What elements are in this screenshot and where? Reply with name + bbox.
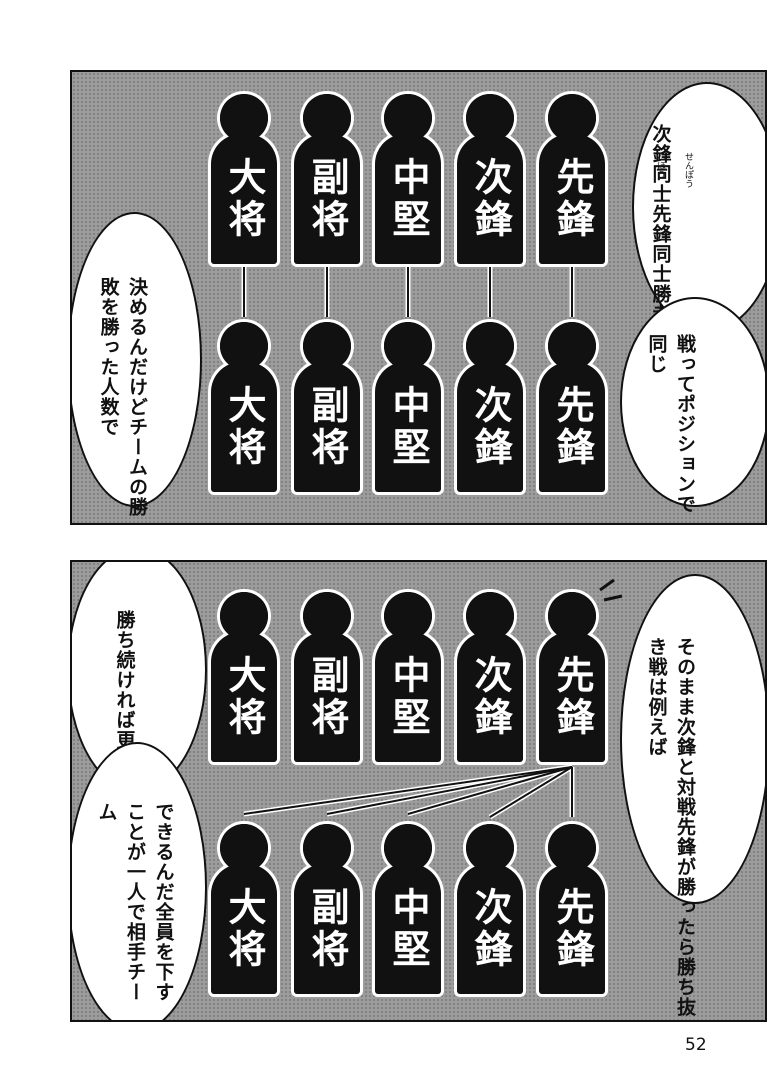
figure-top-chuken: 中堅 [375,592,441,762]
figure-bottom-chuken: 中堅 [375,824,441,994]
bubble-line-1: 同じ [645,334,668,374]
figure-top-taisho: 大将 [211,94,277,264]
manga-panel-top: 大将 副将 中堅 次鋒 先鋒 大将 副将 中堅 次鋒 先鋒 次鋒同士先鋒同士勝者… [70,70,767,525]
figure-top-senpo: 先鋒 [539,592,605,762]
bubble-line-3: 戦って [674,334,696,394]
bubble-line-2: 全員を下すことが [124,802,175,1002]
rank-label: 先鋒 [550,157,594,241]
bubble-line-1: 一人で相手チーム [95,802,147,1002]
figure-top-senpo: 先鋒 [539,94,605,264]
figure-bottom-senpo: 先鋒 [539,322,605,492]
rank-label: 副将 [305,887,349,971]
bubble-text-col: そのまま次鋒と対戦先鋒が勝ったら勝ち抜き戦は例えば [642,637,699,1020]
bubble-line-3: 決めるんだけど [126,277,148,417]
connector-lines [241,262,575,317]
figure-bottom-taisho: 大将 [211,322,277,492]
bubble-text-col: できるんだ全員を下すことが一人で相手チーム [92,802,178,1020]
speech-bubble-right-lower [620,297,765,507]
bubble-line-2: ポジションで [674,394,696,514]
figure-bottom-fukusho: 副将 [294,322,360,492]
rank-label: 中堅 [386,655,430,739]
figure-top-fukusho: 副将 [294,94,360,264]
bubble-line-2: 先鋒同士 [649,204,672,284]
rank-label: 副将 [305,655,349,739]
bubble-line-2: 先鋒が勝ったら [674,817,696,957]
page-number: 52 [685,1035,707,1055]
ruby-jiho: じほう [655,152,665,179]
rank-label: 大将 [222,385,266,469]
figure-top-jiho: 次鋒 [457,592,523,762]
rank-label: 副将 [305,385,349,469]
figure-bottom-jiho: 次鋒 [457,824,523,994]
bubble-line-2: チームの勝敗を [97,277,149,517]
rank-label: 次鋒 [468,887,512,971]
figure-top-fukusho: 副将 [294,592,360,762]
figure-top-jiho: 次鋒 [457,94,523,264]
bubble-line-3: 次鋒同士 [649,124,672,204]
bubble-line-3: できるんだ [152,802,175,902]
bubble-line-1: 勝った人数で [97,317,120,437]
bubble-text-col: 決めるんだけどチームの勝敗を勝った人数で [94,277,151,523]
motion-marks [599,578,623,602]
rank-label: 大将 [222,157,266,241]
ruby-senpo: せんぽう [683,152,693,188]
bubble-line-1: 勝ち抜き戦は例えば [645,637,697,1017]
rank-label: 次鋒 [468,385,512,469]
figure-top-chuken: 中堅 [375,94,441,264]
rank-label: 次鋒 [468,655,512,739]
speech-bubble-left-bottom [72,742,207,1020]
bubble-text-col: 戦ってポジションで同じ [642,334,699,523]
rank-label: 副将 [305,157,349,241]
figure-bottom-taisho: 大将 [211,824,277,994]
rank-label: 大将 [222,887,266,971]
rank-label: 次鋒 [468,157,512,241]
speech-bubble-left [72,212,202,507]
rank-label: 先鋒 [550,655,594,739]
figure-top-taisho: 大将 [211,592,277,762]
bubble-line-2: 勝ち続ければ [113,610,136,730]
rank-label: 中堅 [386,385,430,469]
rank-label: 先鋒 [550,385,594,469]
figure-bottom-senpo: 先鋒 [539,824,605,994]
speech-bubble-right [620,574,765,904]
rank-label: 中堅 [386,157,430,241]
rank-label: 中堅 [386,887,430,971]
rank-label: 先鋒 [550,887,594,971]
figure-bottom-fukusho: 副将 [294,824,360,994]
manga-panel-bottom: 大将 副将 中堅 次鋒 先鋒 大将 副将 中堅 次鋒 先鋒 そのまま次鋒と対戦先… [70,560,767,1022]
figure-bottom-chuken: 中堅 [375,322,441,492]
rank-label: 大将 [222,655,266,739]
attack-lines [243,578,623,820]
figure-bottom-jiho: 次鋒 [457,322,523,492]
bubble-line-3: そのまま次鋒と対戦 [674,637,696,817]
